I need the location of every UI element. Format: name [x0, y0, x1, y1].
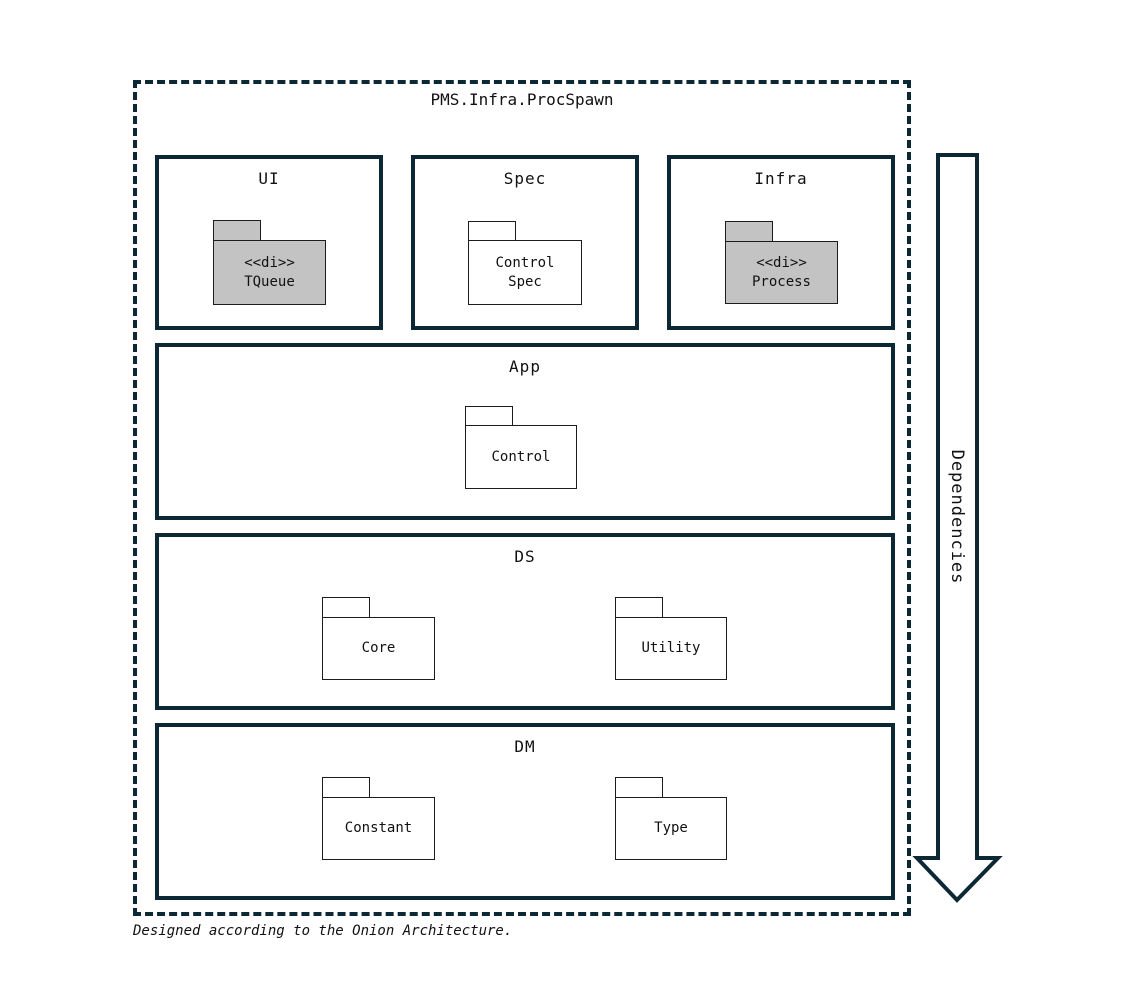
folder-tab-icon — [468, 221, 516, 242]
package-name-line: Control — [495, 254, 555, 271]
diagram-title: PMS.Infra.ProcSpawn — [430, 90, 614, 109]
package-name: Core — [361, 640, 396, 656]
folder-tab-icon — [465, 406, 513, 427]
layer-infra-label: Infra — [754, 169, 808, 188]
package-name: TQueue — [244, 273, 295, 290]
folder-body: Core — [322, 617, 435, 680]
package-name: Control — [491, 448, 551, 465]
layer-ds-label: DS — [514, 547, 536, 566]
dependencies-label: Dependencies — [947, 449, 967, 585]
folder-tab-icon — [322, 777, 370, 798]
folder-tab-icon — [725, 221, 773, 242]
package-name: Type — [654, 820, 688, 836]
folder-body: <<di>> TQueue — [213, 240, 326, 305]
layer-app-label: App — [509, 357, 541, 376]
layer-dm-label: DM — [514, 737, 536, 756]
layer-dm: DM — [155, 723, 895, 900]
package-name: Utility — [641, 640, 701, 656]
system-boundary-box — [133, 80, 911, 916]
folder-body: Constant — [322, 797, 435, 860]
package-name: Constant — [344, 820, 413, 836]
folder-body: Type — [615, 797, 727, 860]
folder-body: Control — [465, 425, 577, 489]
layer-spec-label: Spec — [503, 169, 547, 188]
folder-body: Utility — [615, 617, 727, 680]
folder-body: Control Spec — [468, 240, 582, 305]
layer-ds: DS — [155, 533, 895, 710]
package-stereotype: <<di>> — [756, 254, 807, 271]
folder-tab-icon — [615, 597, 663, 618]
package-stereotype: <<di>> — [244, 254, 295, 271]
package-name-line: Spec — [508, 273, 542, 290]
folder-tab-icon — [615, 777, 663, 798]
diagram-caption: Designed according to the Onion Architec… — [133, 923, 513, 939]
arrow-outline-shape — [912, 153, 1003, 903]
folder-tab-icon — [322, 597, 370, 618]
folder-body: <<di>> Process — [725, 241, 838, 304]
layer-ui-label: UI — [258, 169, 280, 188]
dependencies-arrow-icon — [912, 153, 1003, 903]
folder-tab-icon — [213, 220, 261, 241]
package-name: Process — [751, 273, 811, 290]
